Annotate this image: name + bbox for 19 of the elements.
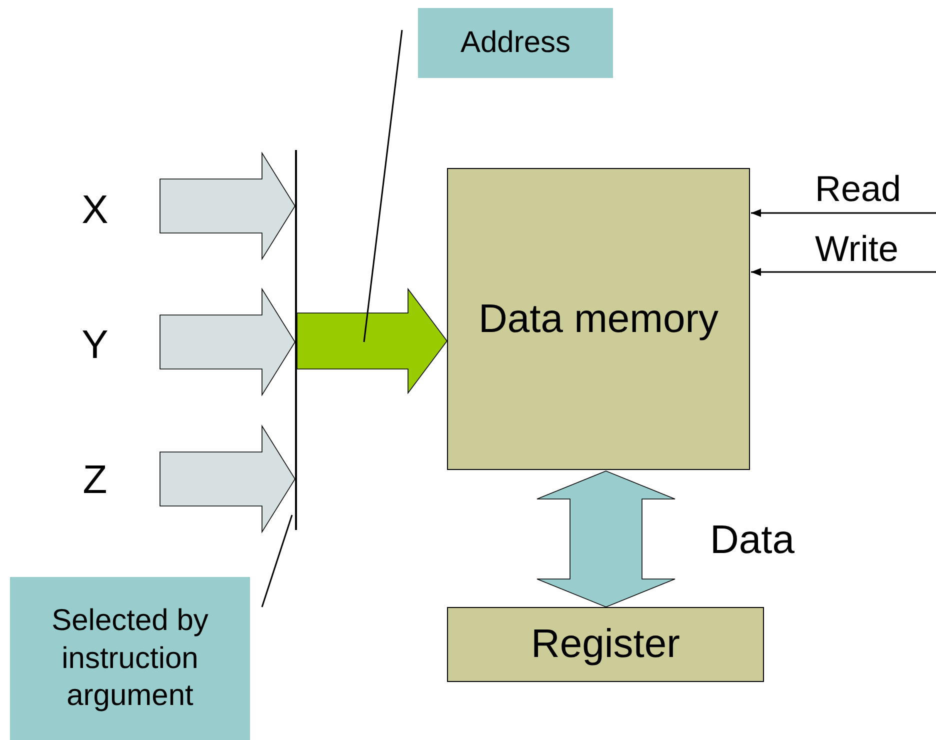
edge-label: Read [815,168,902,210]
block-arrow [536,470,676,608]
block-arrow [296,288,448,394]
input-label: Z [70,450,120,510]
signal-arrow [751,209,936,217]
signal-arrow [751,268,936,276]
callout-box: Address [418,8,613,78]
register-block: Register [447,607,764,682]
input-label: Y [70,315,120,375]
block-arrow [160,152,296,260]
memory-block: Data memory [447,168,750,470]
input-label: X [70,180,120,240]
callout-box: Selected by instruction argument [10,577,250,740]
block-arrow [160,424,296,534]
block-arrow [160,288,296,396]
edge-label: Write [815,228,898,270]
leader-line [261,514,293,608]
leader-line [363,30,403,342]
edge-label: Data [710,518,794,563]
